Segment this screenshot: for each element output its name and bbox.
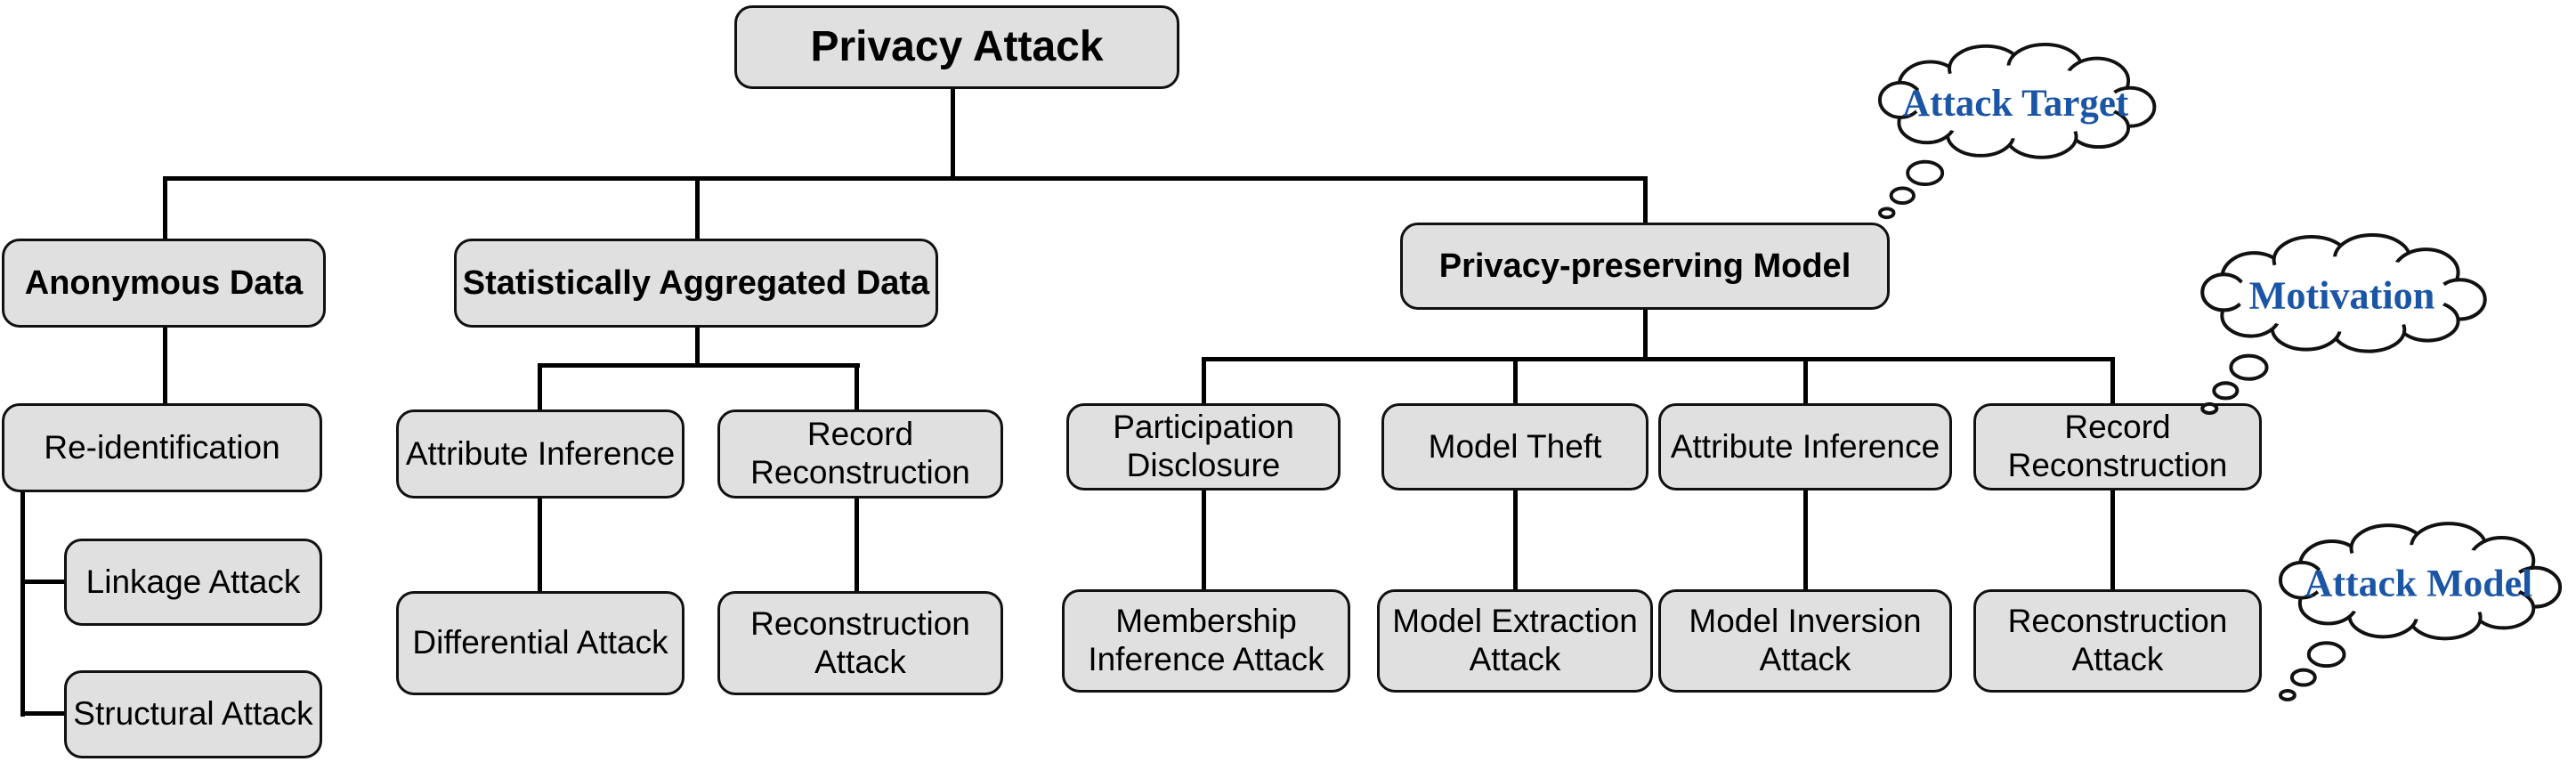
node-attribute-inference-model: Attribute Inference — [1658, 403, 1952, 490]
node-privacy-preserving-model: Privacy-preserving Model — [1400, 223, 1890, 310]
connector-root-vertical — [951, 87, 955, 180]
node-attribute-inference-model-label: Attribute Inference — [1670, 427, 1940, 465]
node-differential-attack-label: Differential Attack — [412, 624, 668, 661]
node-statistically-aggregated-data: Statistically Aggregated Data — [454, 239, 938, 328]
connector-recordrecon-reconattack-agg — [855, 497, 859, 593]
connector-drop-anonymous — [163, 176, 167, 240]
node-reconstruction-attack-model: Reconstruction Attack — [1973, 589, 2262, 693]
connector-theft-extraction — [1513, 489, 1518, 591]
annotation-motivation: Motivation — [2249, 273, 2435, 317]
node-statistically-aggregated-data-label: Statistically Aggregated Data — [462, 263, 930, 302]
node-model-extraction-attack: Model Extraction Attack — [1377, 589, 1653, 693]
connector-drop-record-recon-model — [2110, 357, 2115, 405]
annotation-attack-target: Attack Target — [1902, 83, 2129, 125]
annotation-attack-model: Attack Model — [2305, 563, 2532, 605]
connector-root-splitter — [163, 176, 1647, 181]
node-model-extraction-attack-label: Model Extraction Attack — [1392, 603, 1638, 677]
connector-drop-aggregated — [695, 176, 700, 240]
node-differential-attack: Differential Attack — [396, 591, 685, 695]
node-linkage-attack: Linkage Attack — [64, 539, 322, 626]
connector-aggregated-vertical — [695, 326, 700, 367]
node-attribute-inference-aggregated-label: Attribute Inference — [405, 434, 676, 472]
connector-attrinf-inversion — [1803, 489, 1808, 591]
connector-attrinf-differential — [538, 497, 542, 593]
node-membership-inference-attack: Membership Inference Attack — [1062, 589, 1350, 693]
node-model-inversion-attack: Model Inversion Attack — [1658, 589, 1952, 693]
node-attribute-inference-aggregated: Attribute Inference — [396, 409, 685, 499]
connector-drop-participation — [1202, 357, 1206, 405]
node-privacy-preserving-model-label: Privacy-preserving Model — [1438, 247, 1851, 285]
node-structural-attack-label: Structural Attack — [73, 695, 313, 733]
node-record-reconstruction-aggregated-label: Record Reconstruction — [750, 416, 970, 490]
node-record-reconstruction-aggregated: Record Reconstruction — [717, 409, 1003, 499]
thought-bubble-attack-model: Attack Model — [2278, 522, 2563, 701]
node-model-theft-label: Model Theft — [1428, 427, 1602, 465]
node-reconstruction-attack-aggregated: Reconstruction Attack — [717, 591, 1003, 695]
connector-drop-attr-inference-agg — [538, 363, 542, 411]
connector-drop-attr-inference-model — [1803, 357, 1808, 405]
thought-bubble-motivation: Motivation — [2200, 233, 2487, 415]
node-record-reconstruction-model: Record Reconstruction — [1973, 403, 2262, 490]
connector-model-splitter — [1202, 357, 2115, 361]
node-re-identification-label: Re-identification — [44, 428, 280, 466]
node-privacy-attack: Privacy Attack — [734, 5, 1179, 89]
connector-recordrecon-reconattack-model — [2110, 490, 2115, 591]
node-model-theft: Model Theft — [1381, 403, 1648, 490]
connector-stub-structural — [20, 711, 66, 716]
node-structural-attack: Structural Attack — [64, 670, 322, 758]
node-record-reconstruction-model-label: Record Reconstruction — [2007, 409, 2228, 483]
connector-drop-record-recon-agg — [855, 363, 859, 411]
node-reconstruction-attack-model-label: Reconstruction Attack — [2007, 603, 2228, 677]
connector-drop-model — [1643, 176, 1648, 224]
connector-anonymous-reid — [163, 326, 167, 405]
node-re-identification: Re-identification — [2, 403, 322, 492]
connector-stub-linkage — [20, 580, 66, 584]
node-privacy-attack-label: Privacy Attack — [810, 23, 1104, 71]
connector-reid-elbow — [20, 490, 25, 717]
node-participation-disclosure: Participation Disclosure — [1066, 403, 1341, 490]
thought-bubble-attack-target: Attack Target — [1877, 42, 2157, 220]
connector-aggregated-splitter — [538, 363, 860, 368]
node-participation-disclosure-label: Participation Disclosure — [1113, 409, 1294, 483]
connector-drop-model-theft — [1513, 357, 1518, 405]
node-linkage-attack-label: Linkage Attack — [85, 563, 301, 600]
node-model-inversion-attack-label: Model Inversion Attack — [1689, 603, 1922, 677]
node-membership-inference-attack-label: Membership Inference Attack — [1088, 603, 1324, 677]
node-reconstruction-attack-aggregated-label: Reconstruction Attack — [750, 604, 970, 680]
connector-participation-membership — [1202, 489, 1206, 591]
node-anonymous-data: Anonymous Data — [2, 239, 326, 328]
connector-model-vertical — [1643, 308, 1648, 361]
node-anonymous-data-label: Anonymous Data — [24, 263, 304, 302]
